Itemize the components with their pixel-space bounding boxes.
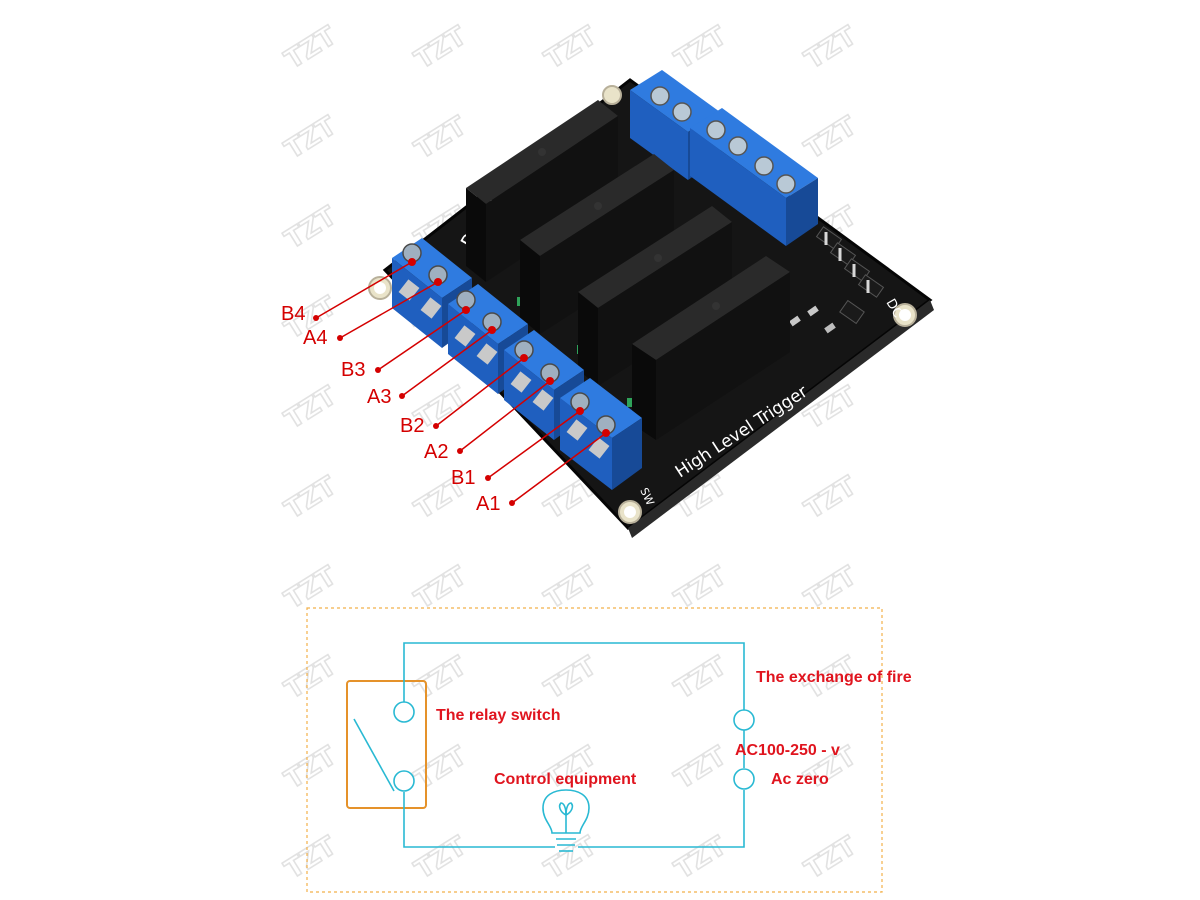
ssr-relay-4 <box>466 100 618 282</box>
wiring-diagram: The relay switch Control equipment The e… <box>306 607 912 893</box>
pin-callout-b4: B4 <box>281 258 416 325</box>
pin-label-b3: B3 <box>341 359 365 381</box>
watermark-text: TZT <box>540 651 602 705</box>
pin-callout-a4: A4 <box>303 278 442 349</box>
relay-switch-box <box>346 680 427 809</box>
terminal-screws <box>402 243 616 435</box>
relay-switch-label: The relay switch <box>436 707 561 724</box>
input-terminal-block <box>690 108 818 246</box>
watermark-text: TZT <box>280 21 342 75</box>
relay-terminal-top <box>393 701 415 723</box>
diagram-frame <box>306 607 883 893</box>
exchange-of-fire-label: The exchange of fire <box>756 669 912 686</box>
watermark-text: TZT <box>410 21 472 75</box>
watermark-text: TZT <box>280 471 342 525</box>
watermark-text: TZT <box>410 831 472 885</box>
pin-callout-b2: B2 <box>400 354 528 437</box>
watermark-text: TZT <box>280 381 342 435</box>
watermark-text: TZT <box>670 561 732 615</box>
pin-label-b2: B2 <box>400 415 424 437</box>
pin-callouts: B4 A4 B3 A3 B2 <box>281 258 610 515</box>
ssr-relay-1 <box>632 256 790 440</box>
watermark-text: TZT <box>800 471 862 525</box>
smd-led <box>807 305 819 317</box>
pin-label-a1: A1 <box>476 493 500 515</box>
pin-label-b4: B4 <box>281 303 305 325</box>
output-terminal-block-1 <box>560 378 642 490</box>
pin-callout-a3: A3 <box>367 326 496 408</box>
watermark-text: TZT <box>800 561 862 615</box>
watermark-text: TZT <box>800 831 862 885</box>
watermark-text: TZT <box>670 651 732 705</box>
pin-callout-b3: B3 <box>341 306 470 381</box>
watermark-text: TZT <box>800 111 862 165</box>
lightbulb-icon <box>542 789 590 852</box>
smd-led <box>789 315 801 327</box>
watermark-text: TZT <box>410 111 472 165</box>
watermark-text: TZT <box>280 651 342 705</box>
voltage-label: AC100-250 - v <box>735 742 840 759</box>
watermark-text: TZT <box>800 21 862 75</box>
pin-label-a2: A2 <box>424 441 448 463</box>
watermark-text: TZT <box>540 561 602 615</box>
control-equipment-label: Control equipment <box>494 771 637 788</box>
watermark-text: TZT <box>540 21 602 75</box>
watermark-text: TZT <box>670 741 732 795</box>
relay-terminal-bottom <box>393 770 415 792</box>
pin-callout-a2: A2 <box>424 377 554 463</box>
ssr-relay-3 <box>520 154 674 334</box>
watermark-text: TZT <box>280 741 342 795</box>
watermark-text: TZT <box>280 111 342 165</box>
watermark-text: TZT <box>280 831 342 885</box>
watermark-text: TZT <box>670 21 732 75</box>
header-pins <box>815 226 885 325</box>
pin-label-b1: B1 <box>451 467 475 489</box>
ac-zero-terminal <box>733 768 755 790</box>
pin-callout-b1: B1 <box>451 407 584 489</box>
ac-live-terminal <box>733 709 755 731</box>
circuit-wires <box>353 642 745 848</box>
relay-board: High Level Trigger Relay DC SW <box>368 70 934 538</box>
ac-zero-label: Ac zero <box>771 771 829 788</box>
watermark-text: TZT <box>410 651 472 705</box>
pin-label-a3: A3 <box>367 386 391 408</box>
watermark-text: TZT <box>410 741 472 795</box>
watermark-text: TZT <box>410 561 472 615</box>
pin-label-a4: A4 <box>303 327 327 349</box>
ssr-relay-2 <box>578 206 732 386</box>
smd-resistor <box>824 322 836 334</box>
watermark-text: TZT <box>280 561 342 615</box>
mounting-hole <box>618 500 642 524</box>
mounting-hole <box>602 85 622 105</box>
mounting-hole <box>368 276 392 300</box>
watermark-text: TZT <box>670 831 732 885</box>
pcb-edge <box>628 300 934 538</box>
smd-led <box>627 398 633 407</box>
mounting-hole <box>893 303 917 327</box>
pin-callout-a1: A1 <box>476 429 610 515</box>
watermark-text: TZT <box>280 201 342 255</box>
